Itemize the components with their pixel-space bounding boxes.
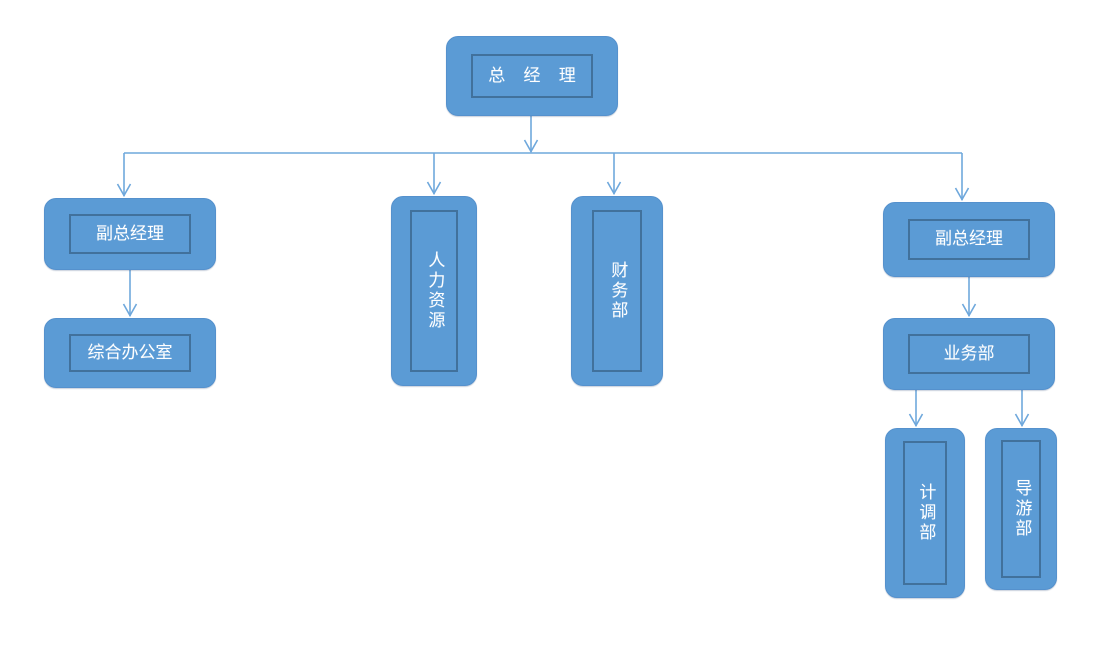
arrowhead-guide <box>1014 413 1030 428</box>
node-deputy-general-manager-right[interactable]: 副总经理 <box>883 202 1055 277</box>
node-finance-department[interactable]: 财务部 <box>571 196 663 386</box>
node-general-manager[interactable]: 总 经 理 <box>446 36 618 116</box>
node-guide-department-frame: 导游部 <box>1001 440 1041 578</box>
node-general-manager-frame: 总 经 理 <box>470 54 594 98</box>
node-finance-department-label: 财务部 <box>608 261 628 321</box>
node-planning-department-label: 计调部 <box>916 483 936 543</box>
node-human-resources[interactable]: 人力资源 <box>391 196 477 386</box>
node-general-office-label: 综合办公室 <box>87 342 173 362</box>
node-guide-department-label: 导游部 <box>1012 479 1032 539</box>
arrowhead-dgm-left <box>116 183 132 198</box>
arrowhead-finance <box>606 181 622 196</box>
arrowhead-hr <box>426 181 442 196</box>
arrowhead-office <box>122 303 138 318</box>
node-human-resources-frame: 人力资源 <box>410 210 458 372</box>
node-general-office-frame: 综合办公室 <box>68 333 192 373</box>
node-deputy-general-manager-left-frame: 副总经理 <box>68 214 192 254</box>
arrowhead-gm-to-bus <box>523 139 539 154</box>
node-planning-department-frame: 计调部 <box>903 440 947 586</box>
node-business-department[interactable]: 业务部 <box>883 318 1055 390</box>
node-deputy-general-manager-right-label: 副总经理 <box>935 229 1003 249</box>
node-general-office[interactable]: 综合办公室 <box>44 318 216 388</box>
node-business-department-label: 业务部 <box>943 343 995 363</box>
arrowhead-planning <box>908 413 924 428</box>
node-business-department-frame: 业务部 <box>907 334 1031 374</box>
arrowhead-dgm-right <box>954 187 970 202</box>
node-deputy-general-manager-left-label: 副总经理 <box>96 223 164 243</box>
node-human-resources-label: 人力资源 <box>425 251 445 331</box>
arrowhead-business <box>961 303 977 318</box>
node-general-manager-label: 总 经 理 <box>488 65 583 85</box>
node-deputy-general-manager-left[interactable]: 副总经理 <box>44 198 216 270</box>
node-finance-department-frame: 财务部 <box>591 210 643 372</box>
node-planning-department[interactable]: 计调部 <box>885 428 965 598</box>
node-deputy-general-manager-right-frame: 副总经理 <box>907 219 1031 260</box>
node-guide-department[interactable]: 导游部 <box>985 428 1057 590</box>
